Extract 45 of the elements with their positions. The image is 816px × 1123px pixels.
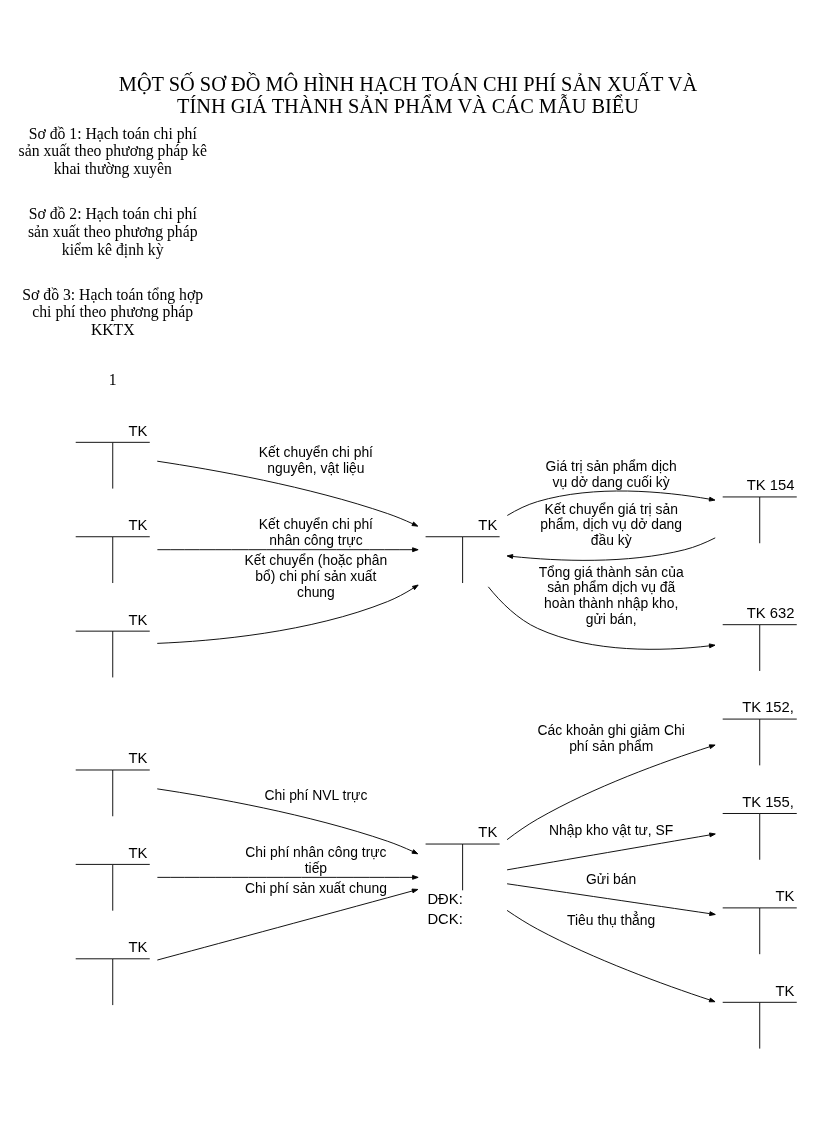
arrow	[506, 832, 716, 871]
arrow	[156, 584, 419, 644]
node-text: TK	[478, 517, 498, 534]
node-text: TK	[128, 750, 148, 767]
arrow	[506, 883, 716, 917]
label: Sơ đồ 3: Hạch toán tổng hợp chi phí theo phương pháp KKTX	[22, 285, 204, 339]
arrow	[506, 490, 716, 516]
edge-label: Tổng giá thành sản của sản phẩm dịch vụ đã hoàn thành nhập kho, gửi bán,	[538, 563, 684, 627]
node-text: TK	[128, 517, 148, 534]
node-text: TK DĐK: DCK:	[427, 824, 498, 928]
arrow	[156, 788, 419, 855]
node-text: TK 155,	[742, 793, 794, 810]
edge-label: Chi phí sản xuất chung	[244, 880, 387, 897]
edge-label: Chi phí nhân công trực tiếp	[245, 844, 387, 876]
edge-label: Gửi bán	[586, 870, 637, 887]
edge-label: Kết chuyển chi phí nhân công trực	[258, 516, 373, 549]
arrow	[156, 547, 419, 553]
edge-label: Kết chuyển giá trị sản phẩm, dịch vụ dở dang đầu kỳ	[540, 500, 683, 549]
node-text: TK 152,	[742, 699, 794, 716]
arrow	[156, 460, 419, 527]
arrow	[506, 744, 716, 841]
edge-label: Tiêu thụ thẳng	[567, 911, 656, 928]
edge-label: Nhập kho vật tư, SF	[549, 821, 674, 838]
arrow	[506, 537, 716, 561]
node-text: TK	[775, 888, 795, 905]
node-text: TK	[128, 422, 148, 439]
node-text: TK	[775, 982, 795, 999]
diagram-title: MỘT SỐ SƠ ĐỒ MÔ HÌNH HẠCH TOÁN CHI PHÍ SẢN XUẤT VÀ TÍNH GIÁ THÀNH SẢN PHẨM VÀ CÁC MẪU BIỂU	[118, 72, 698, 117]
edge-label: Kết chuyển (hoặc phân bổ) chi phí sản xuất chung	[244, 552, 388, 600]
label: Sơ đồ 1: Hạch toán chi phí sản xuất theo phương pháp kê khai thường xuyên	[18, 124, 207, 177]
label: 1	[108, 371, 117, 389]
node-text: TK 632	[746, 605, 795, 622]
edge-label: Chi phí NVL trực	[264, 786, 368, 803]
node-text: TK	[128, 611, 148, 628]
edge-label: Kết chuyển chi phí nguyên, vật liệu	[258, 444, 373, 476]
arrow	[487, 586, 716, 650]
edge-label: Các khoản ghi giảm Chi phí sản phẩm	[537, 721, 685, 754]
label: Sơ đồ 2: Hạch toán chi phí sản xuất theo phương pháp kiểm kê định kỳ	[27, 205, 198, 258]
arrow	[156, 874, 419, 880]
node-text: TK 154	[746, 477, 795, 494]
node-text: TK	[128, 939, 148, 956]
arrow	[506, 909, 716, 1003]
arrow	[156, 888, 419, 961]
edge-label: Giá trị sản phẩm dịch vụ dở dang cuối kỳ	[545, 458, 677, 490]
node-text: TK	[128, 844, 148, 861]
